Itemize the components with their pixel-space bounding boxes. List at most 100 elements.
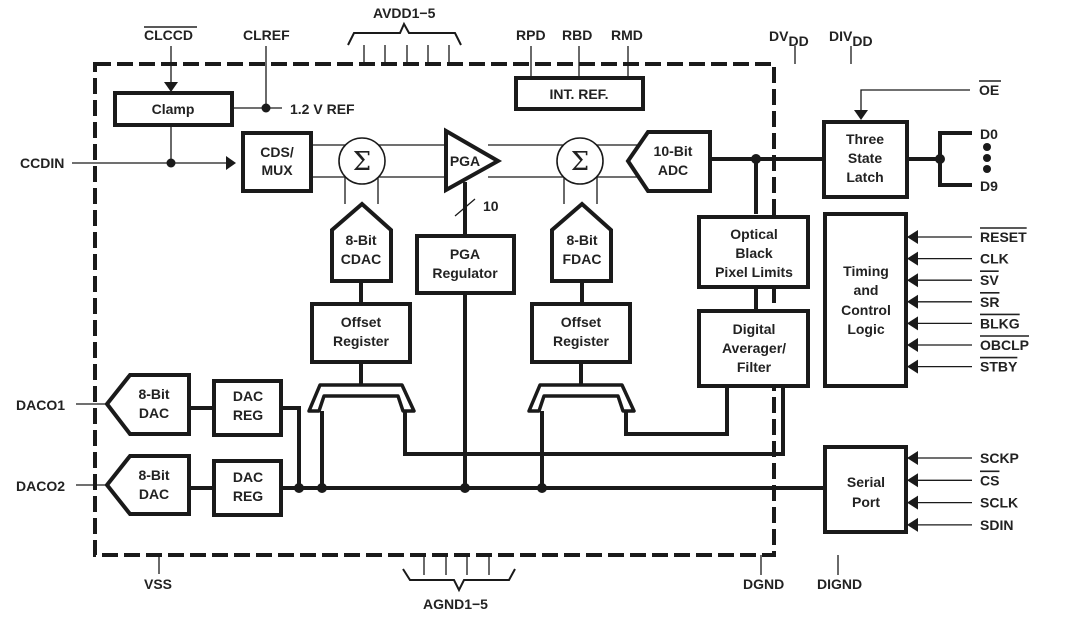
dac-reg-2-label-2: REG xyxy=(233,488,263,504)
arrow-down-icon xyxy=(164,82,178,92)
pin-agnd-label: AGND1−5 xyxy=(423,596,488,612)
timing-control-block xyxy=(823,212,908,388)
junction-dot xyxy=(317,483,327,493)
pin-sv-label: SV xyxy=(980,272,999,288)
pin-sckp: SCKP xyxy=(907,450,1019,466)
arrow-down-icon xyxy=(854,110,868,120)
pin-clk-label: CLK xyxy=(980,251,1009,267)
int-ref-block xyxy=(514,76,645,111)
pga-regulator-label-2: Regulator xyxy=(432,265,498,281)
pin-dignd: DIGND xyxy=(817,555,862,592)
svg-text:DIVDD: DIVDD xyxy=(829,28,873,49)
dac2-label-1: 8-Bit xyxy=(138,467,169,483)
pin-clk: CLK xyxy=(907,251,1009,267)
arrow-left-icon xyxy=(907,495,918,510)
arrow-left-icon xyxy=(907,273,918,288)
pin-clccd-label: CLCCD xyxy=(144,27,193,43)
pin-dvdd: DVDD xyxy=(769,28,809,64)
dac1-label-1: 8-Bit xyxy=(138,386,169,402)
pin-avdd-label: AVDD1−5 xyxy=(373,5,436,21)
pin-sr-label: SR xyxy=(980,294,999,310)
optical-black-label-2: Black xyxy=(735,245,773,261)
serial-port-block xyxy=(823,445,908,534)
offset-register-1-label-1: Offset xyxy=(341,314,382,330)
dac2-block xyxy=(104,454,191,516)
cds-mux-label-1: CDS/ xyxy=(260,144,294,160)
dac1-block xyxy=(104,373,191,436)
ellipsis-dot xyxy=(983,165,991,173)
fdac-label-1: 8-Bit xyxy=(566,232,597,248)
latch-label-1: Three xyxy=(846,131,884,147)
dac-reg-1-label-1: DAC xyxy=(233,388,263,404)
pin-d9-label: D9 xyxy=(980,178,998,194)
pin-stby-label: STBY xyxy=(980,359,1018,375)
timing-label-2: and xyxy=(854,282,879,298)
dac-reg-1-block xyxy=(212,379,283,437)
arrow-left-icon xyxy=(907,338,918,352)
junction-dot xyxy=(460,483,470,493)
pin-rpd: RPD xyxy=(516,27,546,78)
timing-label-3: Control xyxy=(841,302,891,318)
pin-cs: CS xyxy=(907,470,1000,488)
pga-regulator-block xyxy=(415,234,516,295)
pin-dignd-label: DIGND xyxy=(817,576,862,592)
arrow-left-icon xyxy=(907,359,918,374)
cdac-block xyxy=(330,201,393,283)
sigma-icon: Σ xyxy=(571,147,589,177)
pin-dvdd-label: DV xyxy=(769,28,789,44)
pin-vss-label: VSS xyxy=(144,576,172,592)
pin-divdd-label: DIV xyxy=(829,28,853,44)
optical-black-label-1: Optical xyxy=(730,226,777,242)
offset-register-1-label-2: Register xyxy=(333,333,390,349)
offset-register-2-block xyxy=(530,302,632,364)
pin-sv: SV xyxy=(907,270,999,288)
serial-port-label-2: Port xyxy=(852,494,880,510)
dac2-label-2: DAC xyxy=(139,486,169,502)
pin-sdin-label: SDIN xyxy=(980,517,1013,533)
ref-1v2-label: 1.2 V REF xyxy=(290,101,355,117)
ellipsis-dot xyxy=(983,154,991,162)
pin-dgnd: DGND xyxy=(743,555,784,592)
arrow-left-icon xyxy=(907,251,918,266)
bus-driver-1 xyxy=(307,383,416,413)
pin-reset-label: RESET xyxy=(980,229,1027,245)
offset-register-2-label-1: Offset xyxy=(561,314,602,330)
fdac-block xyxy=(550,201,613,283)
pin-rmd: RMD xyxy=(611,27,643,78)
pin-vss: VSS xyxy=(144,555,172,592)
latch-label-2: State xyxy=(848,150,882,166)
offset-register-2-label-2: Register xyxy=(553,333,610,349)
pga-label: PGA xyxy=(450,153,480,169)
arrow-left-icon xyxy=(907,451,918,465)
dac-reg-1-label-2: REG xyxy=(233,407,263,423)
pin-daco2-label: DACO2 xyxy=(16,478,65,494)
adc-label-2: ADC xyxy=(658,162,688,178)
latch-label-3: Latch xyxy=(846,169,883,185)
pin-dvdd-subscript: DD xyxy=(788,33,808,49)
digital-averager-label-2: Averager/ xyxy=(722,340,786,356)
svg-text:DVDD: DVDD xyxy=(769,28,809,49)
pin-agnd-group: AGND1−5 xyxy=(402,555,516,612)
pin-obclp-label: OBCLP xyxy=(980,337,1029,353)
pin-d0-label: D0 xyxy=(980,126,998,142)
timing-label-1: Timing xyxy=(843,263,889,279)
pin-clccd: CLCCD xyxy=(144,26,197,92)
arrow-left-icon xyxy=(907,473,918,488)
pin-avdd-group: AVDD1−5 xyxy=(347,5,462,64)
pin-rpd-label: RPD xyxy=(516,27,546,43)
dac-reg-2-label-1: DAC xyxy=(233,469,263,485)
pin-rbd: RBD xyxy=(562,27,592,78)
pga-regulator-label-1: PGA xyxy=(450,246,480,262)
pin-rbd-label: RBD xyxy=(562,27,592,43)
cdac-label-2: CDAC xyxy=(341,251,381,267)
pga-bus-width-label: 10 xyxy=(483,198,499,214)
summing-junction-1 xyxy=(338,137,386,185)
bus-slash xyxy=(454,198,476,217)
pin-reset: RESET xyxy=(907,227,1027,245)
pin-blkg-label: BLKG xyxy=(980,315,1020,331)
arrow-left-icon xyxy=(907,294,918,309)
clamp-block xyxy=(113,91,234,127)
cds-mux-block xyxy=(241,131,313,193)
